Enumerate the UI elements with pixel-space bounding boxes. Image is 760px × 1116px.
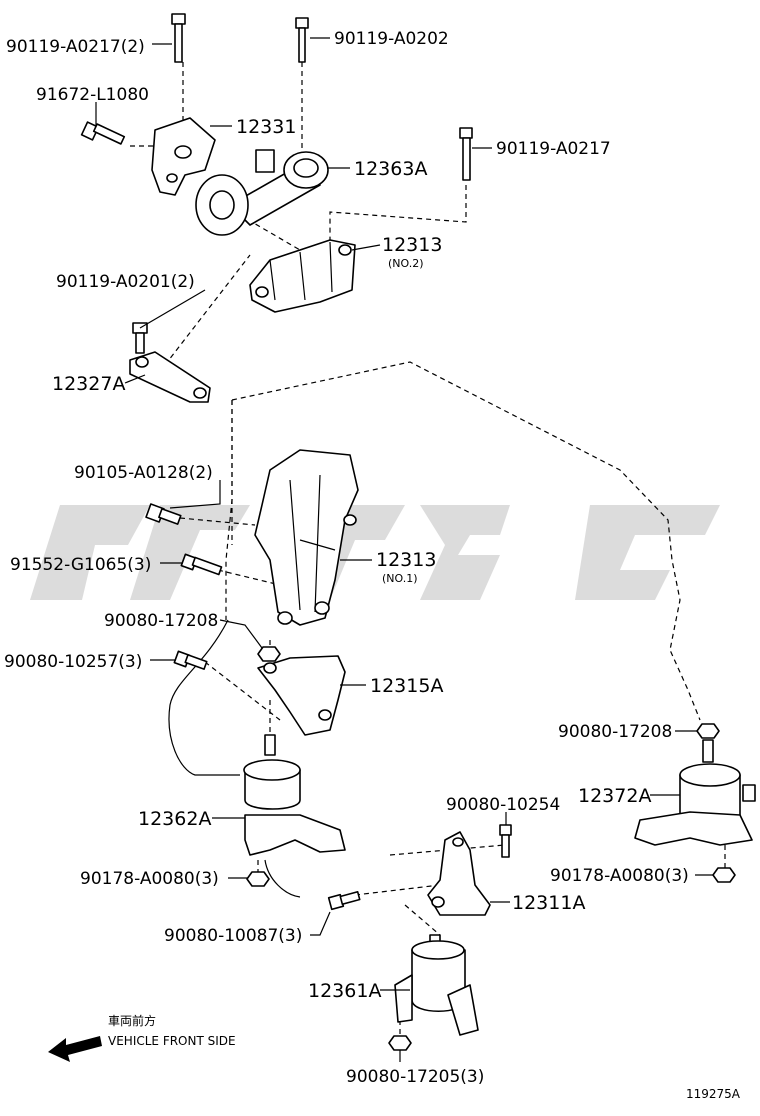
bolt-icon	[80, 121, 126, 145]
bolt-icon	[171, 13, 186, 63]
label-90080-10087-3: 90080-10087(3)	[164, 926, 302, 946]
label-90080-10254: 90080-10254	[446, 795, 560, 815]
engine-outline	[231, 361, 701, 721]
nut-icon	[257, 646, 281, 662]
label-12362A: 12362A	[138, 808, 211, 830]
label-91672-L1080: 91672-L1080	[36, 85, 149, 105]
label-12311A: 12311A	[512, 892, 585, 914]
bolt-icon	[327, 891, 361, 911]
label-12372A: 12372A	[578, 785, 651, 807]
direction-label-jp: 車両前方	[108, 1013, 156, 1028]
label-12361A: 12361A	[308, 980, 381, 1002]
label-12363A: 12363A	[354, 158, 427, 180]
bracket-12313-no1	[254, 449, 359, 626]
bolt-icon	[145, 503, 182, 525]
label-90119-A0217: 90119-A0217	[496, 139, 611, 159]
stay-12327A	[129, 351, 211, 403]
bolt-icon	[295, 17, 309, 63]
label-90119-A0201-2: 90119-A0201(2)	[56, 272, 195, 292]
label-no2: (NO.2)	[388, 257, 424, 270]
engine-mount-12372A	[634, 739, 756, 846]
front-direction-indicator: 車両前方 VEHICLE FRONT SIDE	[48, 1013, 236, 1062]
label-no1: (NO.1)	[382, 572, 418, 585]
watermark-logo	[30, 505, 720, 600]
bracket-12313-no2	[249, 239, 356, 313]
direction-label-en: VEHICLE FRONT SIDE	[108, 1034, 236, 1048]
bolt-icon	[499, 824, 512, 858]
label-90080-17208-a: 90080-17208	[104, 611, 218, 631]
label-12315A: 12315A	[370, 675, 443, 697]
engine-mount-12361A	[394, 934, 479, 1036]
label-12313-no2: 12313	[382, 234, 442, 256]
bracket-12311A	[427, 831, 491, 916]
label-90119-A0202: 90119-A0202	[334, 29, 449, 49]
label-12327A: 12327A	[52, 373, 125, 395]
nut-icon	[696, 723, 720, 739]
bolt-icon	[459, 127, 473, 181]
nut-icon	[246, 871, 270, 887]
bolt-icon	[180, 553, 223, 576]
nut-icon	[388, 1035, 412, 1051]
label-12331: 12331	[236, 116, 296, 138]
label-90080-17205-3: 90080-17205(3)	[346, 1067, 484, 1087]
engine-housing-left	[168, 619, 240, 776]
front-arrow-icon	[48, 1036, 102, 1062]
label-12313-no1: 12313	[376, 549, 436, 571]
bracket-12315A	[257, 655, 346, 736]
label-90119-A0217-2: 90119-A0217(2)	[6, 37, 145, 57]
label-90178-A0080-3-a: 90178-A0080(3)	[80, 869, 219, 889]
nut-icon	[712, 867, 736, 883]
figure-id: 119275A	[686, 1087, 741, 1101]
bolt-icon	[173, 650, 208, 670]
torque-rod-12363A	[195, 149, 329, 236]
label-90080-10257-3: 90080-10257(3)	[4, 652, 142, 672]
engine-mount-12362A	[243, 734, 346, 856]
engine-housing-lower	[264, 859, 301, 898]
label-90178-A0080-3-b: 90178-A0080(3)	[550, 866, 689, 886]
label-91552-G1065-3: 91552-G1065(3)	[10, 555, 151, 575]
label-90105-A0128-2: 90105-A0128(2)	[74, 463, 213, 483]
label-90080-17208-b: 90080-17208	[558, 722, 672, 742]
